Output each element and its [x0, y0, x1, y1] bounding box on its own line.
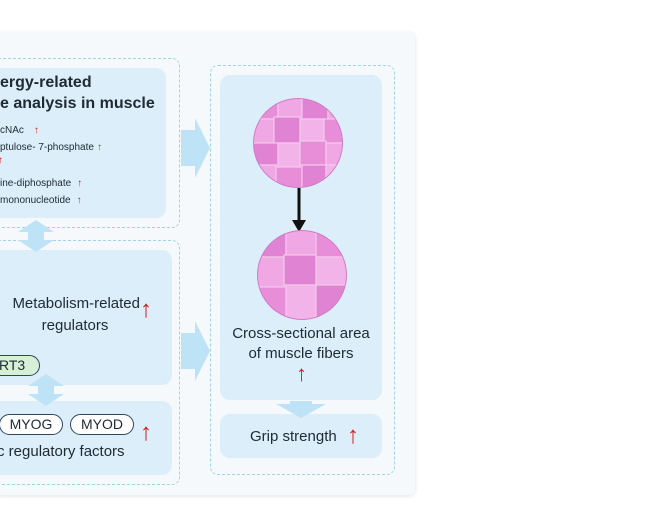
myog-pill: MYOG	[0, 414, 63, 435]
metabolite-label: ine-diphosphate	[0, 178, 72, 189]
card-title-line2: e analysis in muscle	[0, 95, 155, 112]
left-lower-dashed-box	[0, 240, 180, 485]
metabolite-item: ine-diphosphate ↑	[0, 178, 82, 189]
metabolite-label: cNAc	[0, 125, 24, 136]
up-arrow-icon: ↑	[33, 125, 39, 136]
up-arrow-icon: ↑	[76, 195, 82, 206]
grip-strength-card: Grip strength ↑	[220, 414, 382, 458]
fiber-caption-line1: Cross-sectional area	[232, 325, 370, 342]
up-arrow-icon: ↑	[347, 422, 359, 449]
grip-strength-label: Grip strength	[250, 428, 337, 445]
regulators-title-line2: regulators	[41, 317, 109, 334]
double-arrow-icon	[18, 220, 54, 252]
metabolite-label: ptulose- 7-phosphate	[0, 142, 94, 153]
up-arrow-icon: ↑	[140, 419, 152, 446]
metabolite-item: mononucleotide ↑	[0, 195, 82, 206]
up-arrow-icon: ↑	[0, 155, 3, 166]
myod-pill: MYOD	[70, 414, 134, 435]
metabolite-item: cNAc ↑	[0, 125, 39, 136]
energy-metabolite-card: ergy-related e analysis in muscle cNAc↑ …	[0, 68, 166, 218]
regulators-title-line1: Metabolism-related	[12, 295, 140, 312]
up-arrow-icon: ↑	[296, 361, 307, 386]
muscle-fiber-cross-section-icon	[253, 98, 343, 188]
myogenic-factors-card: c regulatory factors ↑	[0, 401, 172, 475]
down-arrow-icon	[292, 220, 306, 232]
left-top-dashed-box	[0, 58, 180, 228]
metabolite-label: mononucleotide	[0, 195, 71, 206]
up-arrow-icon: ↑	[140, 296, 152, 323]
fiber-caption-line2: of muscle fibers	[248, 345, 354, 362]
up-arrow-icon: ↑	[77, 178, 83, 189]
myogenic-caption: c regulatory factors	[0, 443, 125, 460]
flow-arrow-right-icon	[181, 321, 210, 381]
muscle-fiber-cross-section-icon	[257, 230, 347, 320]
card-title-line1: ergy-related	[0, 74, 92, 91]
flow-arrow-down-icon	[276, 401, 326, 418]
flow-arrow-right-icon	[181, 118, 210, 178]
up-arrow-icon: ↑	[96, 142, 102, 153]
regulator-pill: RT3	[0, 355, 40, 376]
double-arrow-icon	[28, 374, 64, 406]
metabolite-item: ptulose- 7-phosphate↑	[0, 142, 102, 153]
right-dashed-box	[210, 65, 395, 475]
